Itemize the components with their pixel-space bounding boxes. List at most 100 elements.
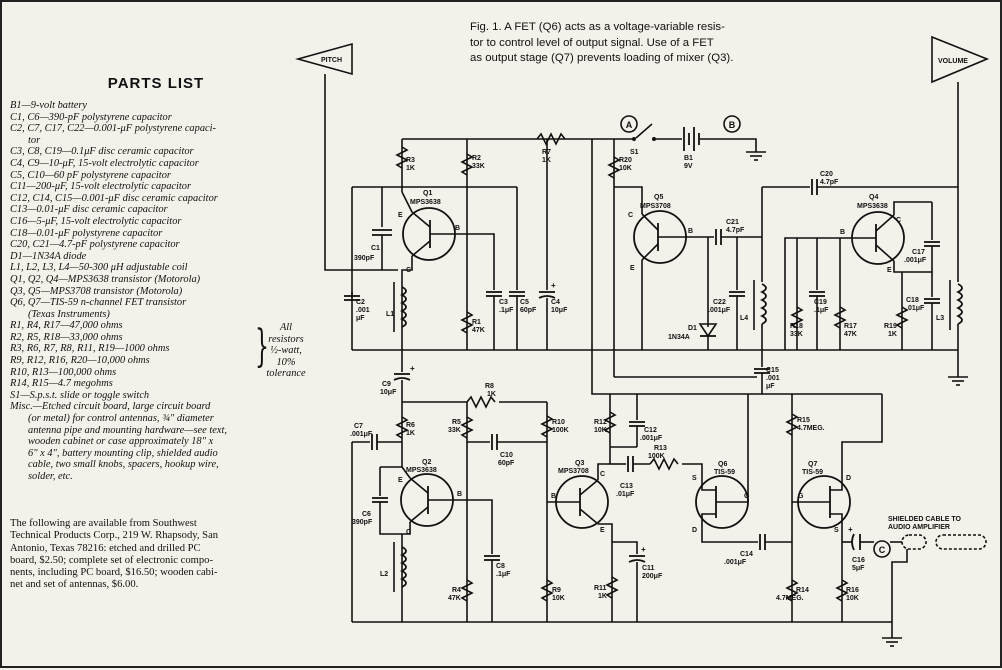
c13-label: C13: [620, 483, 633, 490]
terminal-label: C: [896, 217, 901, 224]
c21-label: C21: [726, 219, 739, 226]
r11-resistor: [605, 576, 619, 599]
parts-item: cable, two small knobs, spacers, hookup …: [28, 459, 219, 471]
r10-value: 100K: [552, 427, 569, 434]
wire: [699, 138, 757, 152]
r15-label: R15: [797, 417, 810, 424]
volume-label: VOLUME: [938, 58, 968, 65]
c3-value: .1μF: [499, 307, 514, 314]
wire: [409, 506, 429, 523]
q2-type: MPS3638: [406, 467, 437, 474]
polarity-mark: +: [848, 525, 853, 534]
note-line: ½-watt,: [270, 345, 302, 357]
parts-item: (or metal) for control antennas, ¾" diam…: [28, 413, 214, 425]
r17-label: R17: [844, 323, 857, 330]
r12-value: 10K: [594, 427, 607, 434]
parts-item: C5, C10—60 pF polystyrene capacitor: [10, 169, 171, 181]
c11-value: 200μF: [642, 573, 663, 580]
parts-item: solder, etc.: [28, 471, 73, 483]
volume-antenna-icon: [931, 35, 990, 84]
parts-item: C16—5-μF, 15-volt electrolytic capacitor: [10, 215, 182, 227]
c14-value: .001μF: [724, 559, 747, 566]
wire: [591, 139, 742, 395]
terminal-label: G: [798, 493, 804, 500]
terminal-label: D: [846, 475, 851, 482]
parts-item: wooden cabinet or case approximately 18"…: [28, 436, 214, 448]
terminal-label: B: [457, 491, 462, 498]
wire: [841, 394, 883, 457]
parts-item: tor: [28, 134, 41, 146]
r18-value: 33K: [790, 331, 803, 338]
l3-coil-icon: [955, 283, 963, 325]
q6-fet: Q6 TIS-59 S G D: [692, 461, 750, 534]
terminal-label: S: [834, 527, 839, 534]
r13-resistor: [649, 457, 679, 471]
r19-resistor: [895, 306, 909, 329]
wire: [701, 477, 716, 491]
wire: [411, 240, 431, 257]
q6-type: TIS-59: [714, 469, 735, 476]
r5-label: R5: [452, 419, 461, 426]
parts-item: B1—9-volt battery: [10, 100, 88, 111]
parts-item: C20, C21—4.7-pF polystyrene capacitor: [10, 239, 180, 251]
r11-value: 1K: [598, 593, 607, 600]
parts-item: R1, R4, R17—47,000 ohms: [10, 320, 123, 332]
wire: [893, 261, 932, 273]
terminal-label: B: [551, 493, 556, 500]
wire: [875, 244, 895, 262]
r19-value: 1K: [888, 331, 897, 338]
q2-label: Q2: [422, 459, 431, 466]
parts-item: C2, C7, C17, C22—0.001-μF polystyrene ca…: [10, 123, 216, 135]
parts-item: S1—S.p.s.t. slide or toggle switch: [10, 389, 150, 401]
r6-resistor: [395, 416, 409, 439]
c9-capacitor: [393, 377, 411, 381]
terminal-label: E: [600, 527, 605, 534]
r14-value: 4.7MEG.: [776, 595, 804, 602]
c17-value: .001μF: [904, 257, 927, 264]
c11-capacitor: [628, 559, 646, 563]
d1-label: D1: [688, 325, 697, 332]
c9-value: 10μF: [380, 389, 397, 396]
c22-label: C22: [713, 299, 726, 306]
r7-resistor: [536, 132, 566, 146]
availability-line: net and set of antennas, $6.00.: [10, 579, 139, 591]
availability-line: The following are available from Southwe…: [10, 518, 197, 529]
r2-label: R2: [472, 155, 481, 162]
q4-transistor: Q4 MPS3638 B C E: [840, 194, 905, 274]
parts-item: R14, R15—4.7 megohms: [10, 378, 113, 390]
wire: [324, 74, 398, 271]
q1-type: MPS3638: [410, 199, 441, 206]
figure-caption: Fig. 1. A FET (Q6) acts as a voltage-var…: [470, 20, 800, 67]
wire: [597, 463, 610, 480]
parts-item: (Texas Instruments): [28, 308, 110, 320]
r4-label: R4: [452, 587, 461, 594]
switch-contact: [652, 137, 656, 141]
ground-icon: [947, 376, 969, 386]
parts-item: Q6, Q7—TIS-59 n-channel FET transistor: [10, 297, 187, 309]
c16-value: 5μF: [852, 565, 865, 572]
pitch-label: PITCH: [321, 57, 342, 64]
r16-resistor: [835, 579, 849, 602]
parts-item: antenna pipe and mounting hardware—see t…: [28, 424, 227, 436]
l4-coil-icon: [759, 283, 767, 325]
brace-icon: }: [255, 321, 269, 373]
r14-label: R14: [796, 587, 809, 594]
r2-value: 33K: [472, 163, 485, 170]
d1-diode-icon: [698, 323, 718, 338]
shielded-cable[interactable]: SHIELDED CABLE TO AUDIO AMPLIFIER: [888, 516, 987, 550]
r18-label: R18: [790, 323, 803, 330]
c9-label: C9: [382, 381, 391, 388]
q4-label: Q4: [869, 194, 878, 201]
parts-item: R2, R5, R18—33,000 ohms: [10, 331, 123, 343]
r4-resistor: [460, 579, 474, 602]
polarity-mark: +: [551, 281, 556, 290]
s1-switch[interactable]: [635, 123, 653, 139]
r8-resistor: [466, 395, 496, 409]
terminal-label: C: [600, 471, 605, 478]
wire: [467, 499, 493, 554]
c20-label: C20: [820, 171, 833, 178]
b1-label: B1: [684, 155, 693, 162]
node-c: [873, 540, 891, 558]
parts-item: R9, R12, R16, R20—10,000 ohms: [10, 355, 150, 367]
